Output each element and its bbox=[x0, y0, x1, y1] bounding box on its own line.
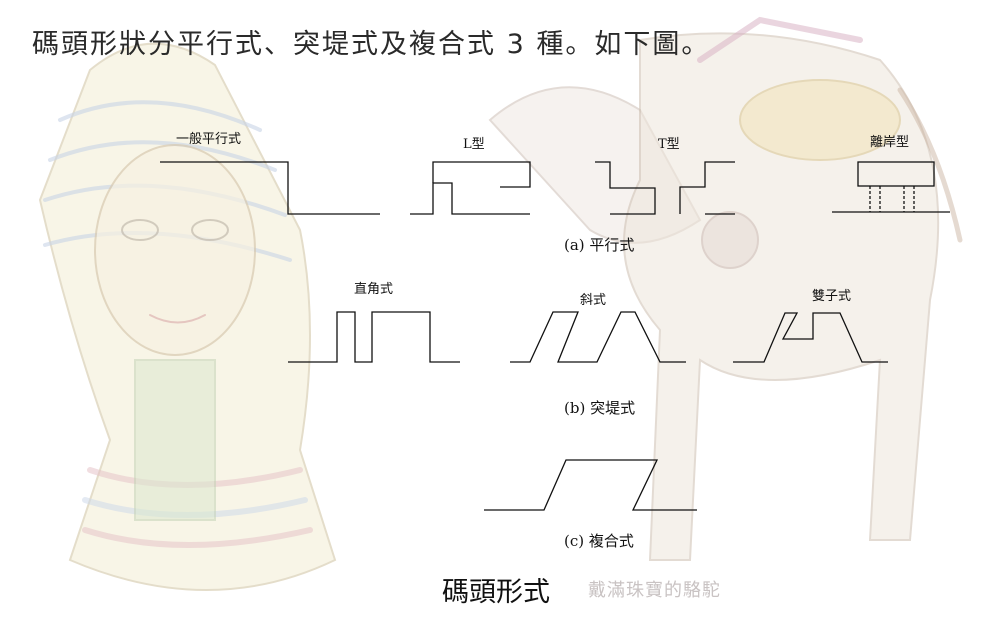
label-right-angle-jetty: 直角式 bbox=[354, 282, 394, 297]
shape-twin-jetty bbox=[733, 312, 888, 363]
label-offshore-type: 離岸型 bbox=[870, 135, 910, 150]
shape-general-parallel bbox=[160, 161, 380, 215]
pharaoh-mask-drawing bbox=[38, 42, 337, 591]
shape-offshore-type bbox=[832, 161, 950, 213]
caption-composite: (c) 複合式 bbox=[564, 532, 634, 550]
intro-text: 碼頭形狀分平行式、突堤式及複合式 3 種。如下圖。 bbox=[32, 29, 711, 60]
caption-parallel: (a) 平行式 bbox=[564, 236, 635, 254]
watermark-text: 戴滿珠寶的駱駝 bbox=[588, 580, 721, 601]
label-t-type: T型 bbox=[658, 137, 680, 152]
shape-oblique-jetty bbox=[510, 311, 686, 363]
caption-jetty: (b) 突堤式 bbox=[564, 399, 636, 417]
camel-drawing bbox=[488, 16, 963, 561]
label-general-parallel: 一般平行式 bbox=[176, 132, 242, 147]
shape-composite bbox=[484, 459, 697, 511]
figure-title: 碼頭形式 bbox=[442, 577, 550, 608]
label-oblique-jetty: 斜式 bbox=[580, 293, 607, 308]
label-twin-jetty: 雙子式 bbox=[812, 289, 852, 304]
shape-t-type bbox=[595, 161, 735, 215]
shape-l-type bbox=[410, 161, 531, 215]
label-l-type: L型 bbox=[463, 137, 485, 152]
shape-right-angle-jetty bbox=[288, 311, 460, 363]
